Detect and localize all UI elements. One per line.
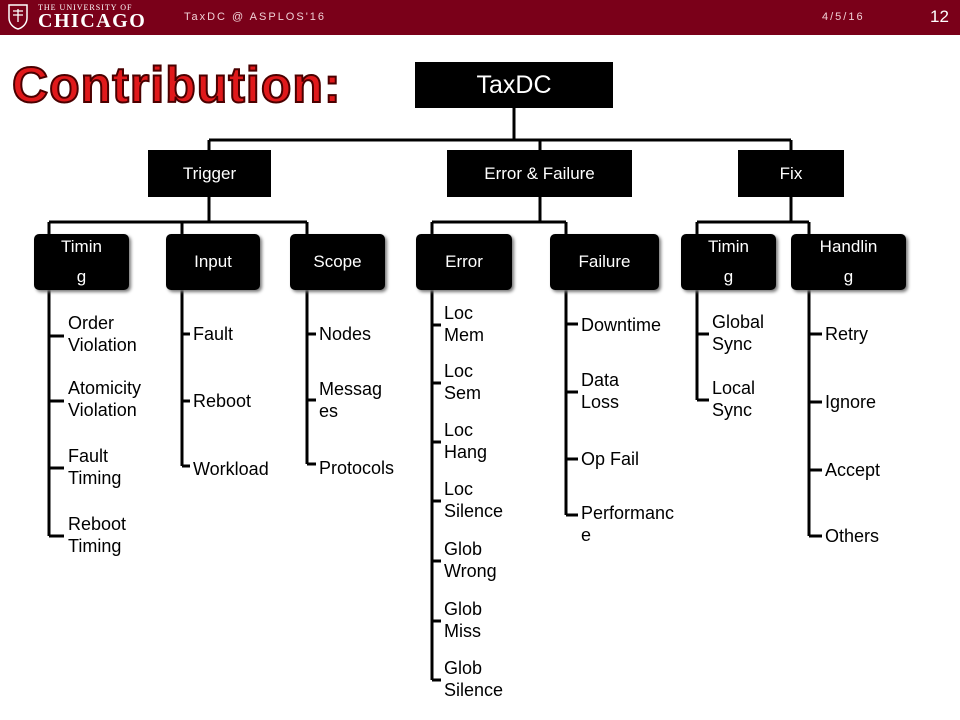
leaf-loc-sem: Loc Sem: [444, 361, 482, 403]
leaf-data-loss: Data Loss: [581, 370, 620, 412]
leaf-glob-miss: Glob Miss: [444, 599, 483, 641]
leaf-glob-wrong: Glob Wrong: [444, 539, 497, 581]
slide-date: 4/5/16: [822, 11, 865, 23]
subcategory-timing-fix: Timin g: [681, 234, 776, 290]
leaf-glob-silence: Glob Silence: [444, 658, 504, 700]
leaf-loc-silence: Loc Silence: [444, 479, 504, 521]
leaf-reboot-timing: Reboot Timing: [68, 514, 127, 556]
leaf-others: Others: [825, 526, 880, 546]
university-name-small: THE UNIVERSITY OF: [38, 3, 133, 12]
leaf-loc-hang: Loc Hang: [444, 420, 488, 462]
university-name: CHICAGO: [38, 10, 147, 32]
subcategory-input: Input: [166, 234, 260, 290]
slide-number: 12: [930, 7, 949, 26]
leaf-downtime: Downtime: [581, 315, 662, 335]
leaf-workload: Workload: [193, 459, 269, 479]
leaf-reboot: Reboot: [193, 391, 252, 411]
leaf-messages: Messag es: [319, 379, 383, 421]
leaf-loc-mem: Loc Mem: [444, 303, 484, 345]
category-trigger: Trigger: [148, 150, 271, 197]
root-node-taxdc: TaxDC: [415, 62, 613, 108]
leaf-fault: Fault: [193, 324, 234, 344]
leaf-retry: Retry: [825, 324, 869, 344]
leaf-protocols: Protocols: [319, 458, 395, 478]
leaf-order-violation: Order Violation: [68, 313, 137, 355]
leaf-ignore: Ignore: [825, 392, 877, 412]
subcategory-handling: Handlin g: [791, 234, 906, 290]
leaf-nodes: Nodes: [319, 324, 372, 344]
category-error-failure: Error & Failure: [447, 150, 632, 197]
leaf-fault-timing: Fault Timing: [68, 446, 122, 488]
subcategory-scope: Scope: [290, 234, 385, 290]
subcategory-timing-trigger: Timin g: [34, 234, 129, 290]
slide-reference: TaxDC @ ASPLOS'16: [184, 11, 327, 23]
slide-title: Contribution:: [11, 56, 342, 114]
leaf-global-sync: Global Sync: [712, 312, 765, 354]
leaf-accept: Accept: [825, 460, 881, 480]
header-bar: THE UNIVERSITY OF CHICAGO TaxDC @ ASPLOS…: [0, 0, 960, 35]
leaf-op-fail: Op Fail: [581, 449, 640, 469]
leaf-performance: Performanc e: [581, 503, 675, 545]
leaf-atomicity-violation: Atomicity Violation: [68, 378, 142, 420]
subcategory-failure: Failure: [550, 234, 659, 290]
university-shield-icon: [8, 4, 28, 30]
subcategory-error: Error: [416, 234, 512, 290]
category-fix: Fix: [738, 150, 844, 197]
leaf-local-sync: Local Sync: [712, 378, 756, 420]
